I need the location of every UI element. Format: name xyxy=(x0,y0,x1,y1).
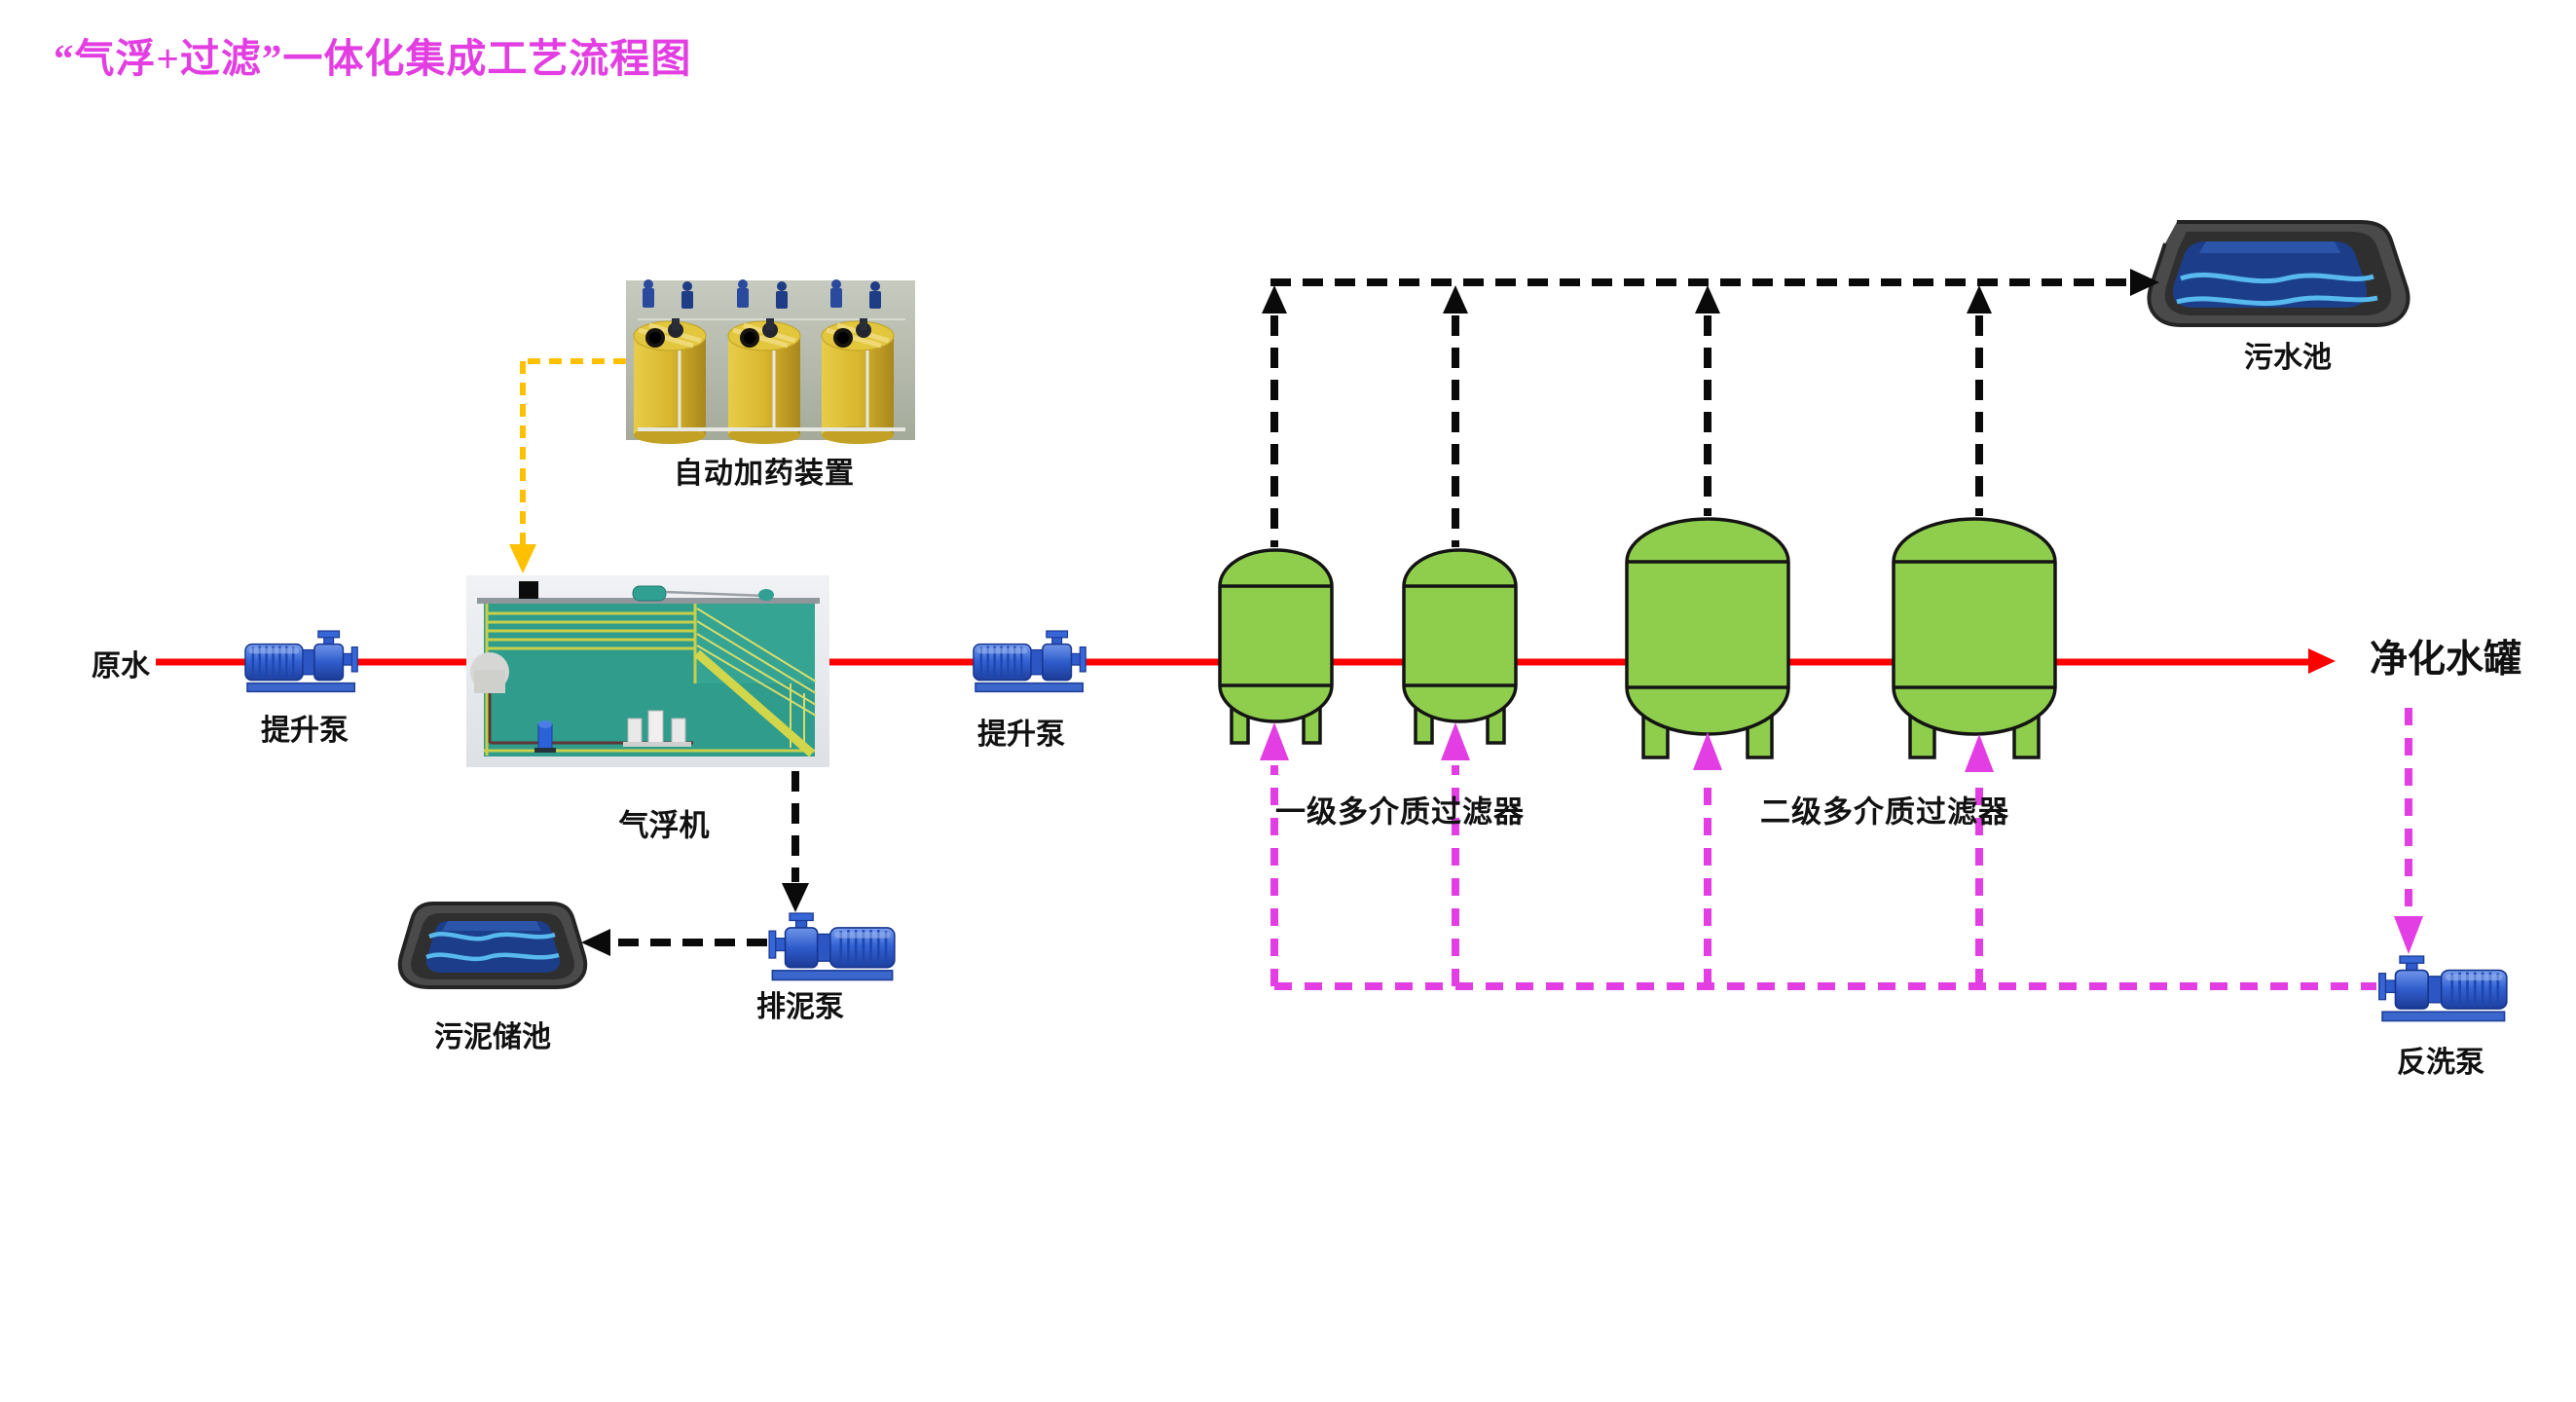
lift-pump-1-icon xyxy=(243,629,359,693)
sludge-pump-arrowhead xyxy=(782,883,809,912)
main-flow-arrowhead xyxy=(2308,648,2336,674)
stage1-filter-label: 一级多介质过滤器 xyxy=(1275,794,1525,830)
clean-water-tank-label: 净化水罐 xyxy=(2369,639,2522,681)
sludge-line xyxy=(613,771,799,946)
flotation-machine-label: 气浮机 xyxy=(618,808,710,843)
lift-pump-1-label: 提升泵 xyxy=(261,715,349,747)
backwash-pump-label: 反洗泵 xyxy=(2397,1047,2484,1079)
dosing-line xyxy=(520,358,626,545)
sludge-pool-label: 污泥储池 xyxy=(434,1021,551,1053)
sludge-pump-label: 排泥泵 xyxy=(756,991,844,1023)
dosing-arrowhead xyxy=(509,544,536,573)
lift-pump-2-label: 提升泵 xyxy=(977,719,1065,751)
filter-tank-1 xyxy=(1218,548,1334,745)
stage2-filter-label: 二级多介质过滤器 xyxy=(1760,794,2009,830)
filter-tank-4 xyxy=(1892,517,2057,759)
flotation-machine-photo xyxy=(466,575,829,767)
dosing-device-label: 自动加药装置 xyxy=(674,458,855,490)
raw-water-label: 原水 xyxy=(92,650,150,683)
filter-tank-2 xyxy=(1402,548,1518,745)
dosing-drums xyxy=(633,318,905,444)
sludge-pump-icon xyxy=(767,911,897,981)
sewage-pool-icon xyxy=(2147,220,2410,327)
drain-up-arrowheads xyxy=(1262,285,1992,314)
dosing-pumps xyxy=(643,279,881,309)
sewage-pool-arrowhead xyxy=(2130,269,2159,296)
backwash-lines xyxy=(1270,708,2412,990)
lift-pump-2-icon xyxy=(972,629,1087,693)
sludge-pool-icon xyxy=(397,902,588,989)
flotation-small-pumps xyxy=(534,710,691,753)
page-title: “气浮+过滤”一体化集成工艺流程图 xyxy=(54,36,692,81)
sewage-pool-label: 污水池 xyxy=(2244,342,2332,374)
sludge-pool-arrowhead xyxy=(581,929,610,956)
filter-tank-3 xyxy=(1625,517,1790,759)
backwash-arrowheads xyxy=(1260,722,2423,954)
backwash-pump-icon xyxy=(2377,954,2509,1022)
drain-header-line xyxy=(1270,278,2128,547)
dosing-device-photo xyxy=(626,279,915,444)
